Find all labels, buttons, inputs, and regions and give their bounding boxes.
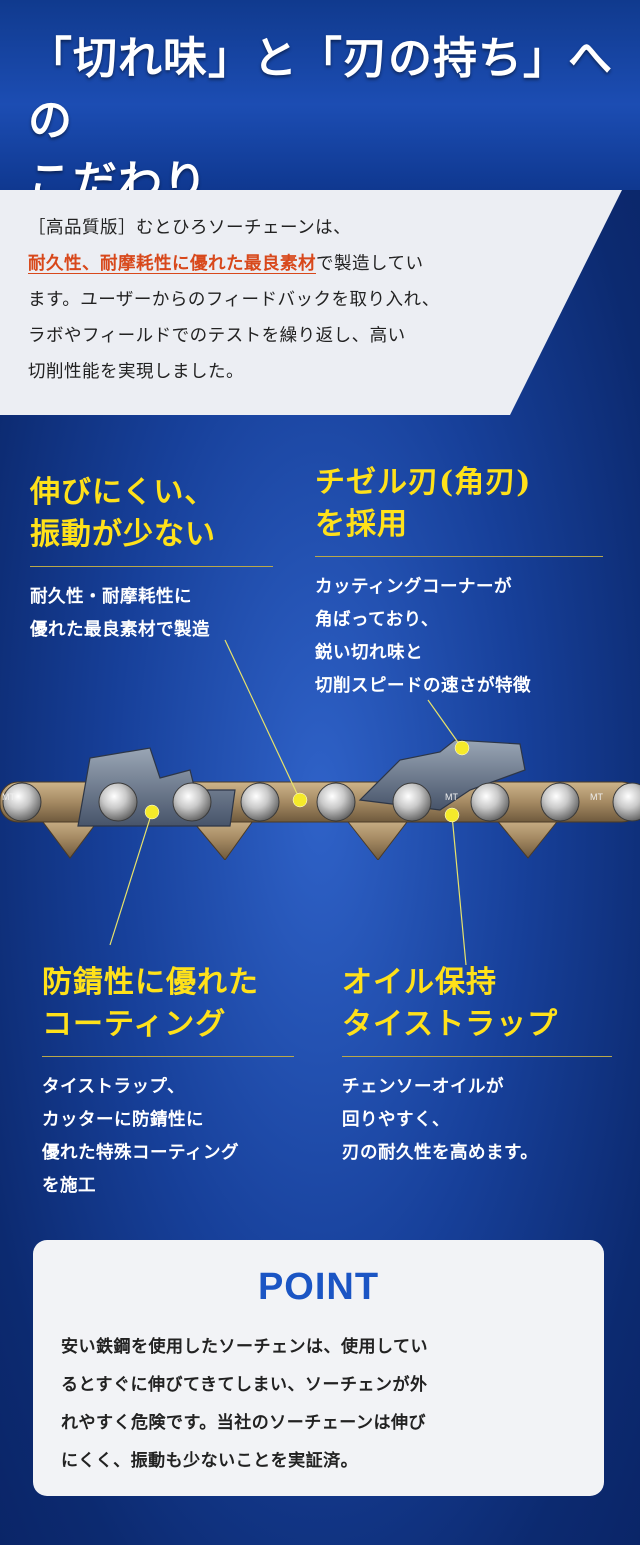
feature-description: 耐久性・耐摩耗性に 優れた最良素材で製造 — [30, 581, 273, 647]
chain-rivets — [2, 782, 640, 822]
feature-title-line1: オイル保持 — [342, 965, 497, 1000]
link-mark: MT — [445, 792, 458, 802]
feature-desc-line1: カッティングコーナーが — [315, 577, 512, 597]
feature-divider — [315, 556, 603, 557]
intro-line5: 切削性能を実現しました。 — [28, 362, 244, 382]
feature-divider — [42, 1056, 294, 1057]
feature-desc-line4: を施工 — [42, 1176, 96, 1196]
page-title: 「切れ味」と「刃の持ち」への こだわり — [28, 28, 628, 214]
intro-highlight: 耐久性、耐摩耗性に優れた最良素材 — [28, 254, 316, 274]
point-line3: れやすく危険です。当社のソーチェーンは伸び — [61, 1413, 426, 1433]
feature-desc-line1: 耐久性・耐摩耗性に — [30, 587, 192, 607]
page-title-line1: 「切れ味」と「刃の持ち」への — [28, 33, 613, 146]
feature-title-line1: 防錆性に優れた — [42, 965, 259, 1000]
intro-line2-rest: で製造してい — [316, 254, 424, 274]
feature-desc-line2: 回りやすく、 — [342, 1110, 450, 1130]
feature-desc-line1: チェンソーオイルが — [342, 1077, 504, 1097]
feature-title: 防錆性に優れた コーティング — [42, 962, 294, 1046]
feature-title: 伸びにくい、 振動が少ない — [30, 472, 273, 556]
feature-title-line2: コーティング — [42, 1007, 227, 1042]
feature-desc-line3: 鋭い切れ味と — [315, 643, 423, 663]
feature-title-line2: 振動が少ない — [30, 517, 216, 552]
intro-line1: ［高品質版］むとひろソーチェーンは、 — [28, 218, 352, 238]
feature-stretch-resistance: 伸びにくい、 振動が少ない 耐久性・耐摩耗性に 優れた最良素材で製造 — [30, 472, 273, 647]
feature-title-line2: タイストラップ — [342, 1007, 559, 1042]
intro-line4: ラボやフィールドでのテストを繰り返し、高い — [28, 326, 406, 346]
feature-title-line2: を採用 — [315, 507, 408, 542]
point-text: 安い鉄鋼を使用したソーチェンは、使用してい るとすぐに伸びてきてしまい、ソーチェ… — [61, 1328, 581, 1480]
intro-line2: 耐久性、耐摩耗性に優れた最良素材で製造してい — [28, 246, 588, 282]
link-mark: MT — [2, 792, 15, 802]
feature-desc-line1: タイストラップ、 — [42, 1077, 185, 1097]
feature-divider — [30, 566, 273, 567]
feature-description: タイストラップ、 カッターに防錆性に 優れた特殊コーティング を施工 — [42, 1071, 294, 1203]
feature-title-line1: チゼル刃(角刃) — [315, 465, 532, 500]
feature-oil-tie-strap: オイル保持 タイストラップ チェンソーオイルが 回りやすく、 刃の耐久性を高めま… — [342, 962, 612, 1170]
intro-text: ［高品質版］むとひろソーチェーンは、 耐久性、耐摩耗性に優れた最良素材で製造して… — [28, 210, 588, 390]
intro-panel-shape — [0, 190, 622, 415]
intro-line3: ます。ユーザーからのフィードバックを取り入れ、 — [28, 290, 440, 310]
feature-title-line1: 伸びにくい、 — [30, 475, 216, 510]
point-box: POINT 安い鉄鋼を使用したソーチェンは、使用してい るとすぐに伸びてきてしま… — [33, 1240, 604, 1496]
point-line4: にくく、振動も少ないことを実証済。 — [61, 1451, 359, 1471]
chain-link-marks: MT MT MT — [2, 792, 603, 802]
feature-desc-line2: 優れた最良素材で製造 — [30, 620, 210, 640]
feature-desc-line4: 切削スピードの速さが特徴 — [315, 676, 531, 696]
header-background — [0, 0, 640, 190]
feature-title: オイル保持 タイストラップ — [342, 962, 612, 1046]
feature-rust-coating: 防錆性に優れた コーティング タイストラップ、 カッターに防錆性に 優れた特殊コ… — [42, 962, 294, 1203]
feature-chisel-cutter: チゼル刃(角刃) を採用 カッティングコーナーが 角ばっており、 鋭い切れ味と … — [315, 462, 603, 703]
feature-desc-line2: カッターに防錆性に — [42, 1110, 204, 1130]
link-mark: MT — [590, 792, 603, 802]
feature-description: カッティングコーナーが 角ばっており、 鋭い切れ味と 切削スピードの速さが特徴 — [315, 571, 603, 703]
feature-title: チゼル刃(角刃) を採用 — [315, 462, 603, 546]
point-line2: るとすぐに伸びてきてしまい、ソーチェンが外 — [61, 1375, 428, 1395]
feature-divider — [342, 1056, 612, 1057]
feature-description: チェンソーオイルが 回りやすく、 刃の耐久性を高めます。 — [342, 1071, 612, 1170]
point-line1: 安い鉄鋼を使用したソーチェンは、使用してい — [61, 1337, 428, 1357]
feature-desc-line2: 角ばっており、 — [315, 610, 439, 630]
point-title: POINT — [257, 1266, 380, 1308]
saw-chain-illustration: MT MT MT — [0, 739, 640, 860]
feature-desc-line3: 刃の耐久性を高めます。 — [342, 1143, 539, 1163]
feature-desc-line3: 優れた特殊コーティング — [42, 1143, 239, 1163]
intro-panel: ［高品質版］むとひろソーチェーンは、 耐久性、耐摩耗性に優れた最良素材で製造して… — [0, 190, 640, 415]
